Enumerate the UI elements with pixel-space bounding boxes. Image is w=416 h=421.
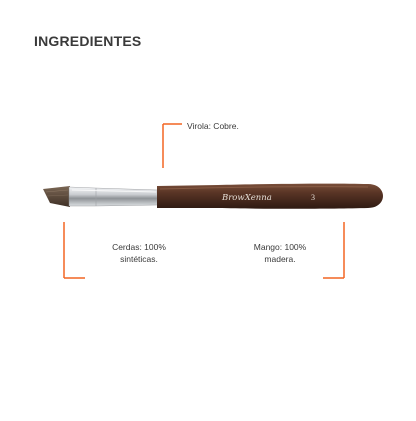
brush-bristles	[43, 186, 70, 207]
section-heading: INGREDIENTES	[34, 33, 142, 49]
brush-brand-text: BrowXenna	[221, 193, 272, 203]
callout-line-bristles	[63, 222, 85, 279]
callout-ferrule: Virola: Cobre.	[187, 121, 239, 131]
callout-bristles: Cerdas: 100% sintéticas.	[112, 242, 166, 264]
brush-size-text: 3	[311, 193, 315, 202]
callout-line-handle	[323, 222, 345, 279]
callout-handle: Mango: 100% madera.	[253, 242, 307, 264]
brush-handle	[157, 183, 383, 209]
callout-line-ferrule	[162, 123, 182, 168]
